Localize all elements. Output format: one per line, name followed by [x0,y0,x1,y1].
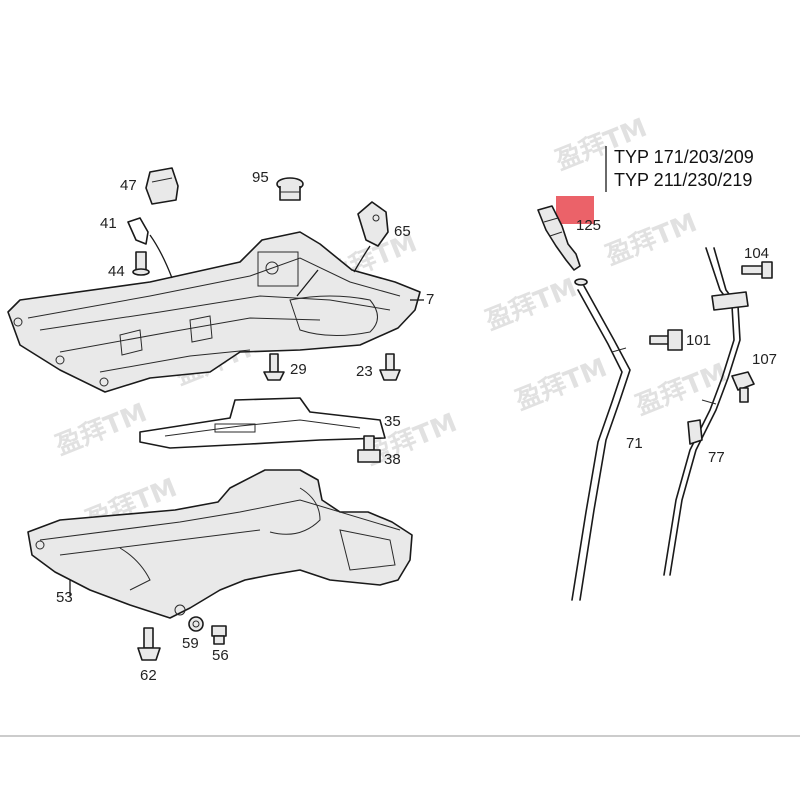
type-line-1: TYP 171/203/209 [614,147,754,167]
callout-47: 47 [120,177,137,194]
watermark: 盈拜TM [600,208,701,272]
part-95-plug [276,177,304,201]
type-applicability-box: TYP 171/203/209 TYP 211/230/219 [605,146,754,192]
lower-oil-pan [27,469,413,619]
callout-95: 95 [252,169,269,186]
part-56-drain-plug [211,625,227,645]
callout-104: 104 [744,245,769,262]
part-65-cover [353,201,389,273]
part-29-bolt [263,353,285,381]
callout-101: 101 [686,332,711,349]
part-125-sensor [537,196,594,271]
callout-41: 41 [100,215,117,232]
part-107-bolt [731,371,755,403]
part-59-washer [188,616,204,632]
callout-labels: 47 95 41 65 44 7 29 23 35 38 53 59 56 62… [56,169,777,684]
watermark: 盈拜TM [550,113,651,177]
part-44-bolt [132,251,150,276]
part-62-bolt [137,627,161,661]
callout-29: 29 [290,361,307,378]
part-41-bracket [127,217,173,279]
part-71-dipstick-tube [571,278,631,601]
leader-lines [69,269,424,596]
callout-7: 7 [426,291,434,308]
callout-65: 65 [394,223,411,240]
watermark: 盈拜TM [480,273,581,337]
watermark: 盈拜TM [50,398,151,462]
watermark: 盈拜TM [630,358,731,422]
highlight-marker [556,196,594,224]
callout-38: 38 [384,451,401,468]
part-77-dipstick [663,247,749,576]
callout-77: 77 [708,449,725,466]
oil-pan-gasket [139,397,386,449]
callout-107: 107 [752,351,777,368]
part-23-bolt [379,353,401,381]
callout-23: 23 [356,363,373,380]
type-line-2: TYP 211/230/219 [614,170,752,190]
callout-71: 71 [626,435,643,452]
part-38-bolt [357,435,381,463]
callout-44: 44 [108,263,125,280]
callout-59: 59 [182,635,199,652]
callout-125: 125 [576,217,601,234]
part-101-bolt [649,329,683,351]
callout-35: 35 [384,413,401,430]
part-47-clip [145,167,179,205]
callout-53: 53 [56,589,73,606]
watermark: 盈拜TM [510,353,611,417]
callout-56: 56 [212,647,229,664]
callout-62: 62 [140,667,157,684]
part-104-bolt [741,261,773,279]
